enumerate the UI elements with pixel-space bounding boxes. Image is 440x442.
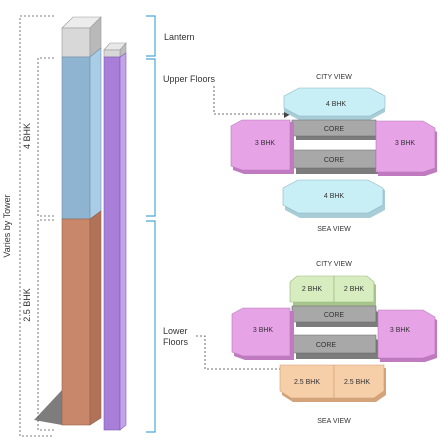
lower-unit-right: 3 BHK [377,309,437,362]
varies-by-tower-label: Varies by Tower [2,194,12,257]
upper-4bhk-vertical-label: 4 BHK [22,123,32,149]
lower-unit-top-right-label: 2 BHK [344,286,365,293]
lower-unit-top-right: 2 BHK [333,275,376,306]
upper-core-top-label: CORE [324,126,345,133]
lower-core-top: CORE [291,305,380,327]
upper-floors-label: Upper Floors [163,74,216,84]
upper-unit-left: 3 BHK [230,119,294,174]
tower-main [61,16,102,426]
lantern-label: Lantern [164,32,195,42]
lower-unit-left-label: 3 BHK [253,327,274,334]
upper-unit-right: 3 BHK [375,120,437,176]
lower-unit-bottom-left-label: 2.5 BHK [294,379,320,386]
lower-unit-left: 3 BHK [231,307,294,360]
lower-unit-bottom-right: 2.5 BHK [333,364,386,402]
tower-shadow [34,390,62,425]
lower-floors-label-1: Lower [163,326,188,336]
upper-core-bottom-label: CORE [324,157,345,164]
lower-city-view-label: CITY VIEW [316,261,352,268]
upper-city-view-label: CITY VIEW [316,74,352,81]
lower-core-bottom-label: CORE [316,342,337,349]
lower-unit-top-left-label: 2 BHK [302,286,323,293]
lower-unit-bottom-right-label: 2.5 BHK [344,379,370,386]
upper-unit-top-label: 4 BHK [326,101,347,108]
upper-unit-left-label: 3 BHK [255,140,276,147]
lower-unit-bottom-left: 2.5 BHK [279,364,336,402]
lower-25bhk-vertical-label: 2.5 BHK [22,288,32,322]
leader-lines [196,86,284,370]
lower-floor-plan: CITY VIEW 2 BHK 2 BHK CORE CORE 3 BHK [231,261,437,425]
upper-floor-plan: CITY VIEW 4 BHK CORE CORE 3 BHK [230,74,437,233]
lower-floors-label-2: Floors [163,337,189,347]
upper-core-bottom: CORE [291,149,380,174]
tower-secondary [103,42,127,431]
upper-unit-right-label: 3 BHK [395,140,416,147]
lower-core-bottom: CORE [291,334,380,359]
lower-core-top-label: CORE [324,312,345,319]
right-brackets [146,15,156,433]
upper-unit-bottom: 4 BHK [282,179,385,218]
upper-unit-top: 4 BHK [283,87,386,120]
left-brackets [19,15,54,437]
upper-unit-bottom-label: 4 BHK [324,193,345,200]
lower-unit-right-label: 3 BHK [390,327,411,334]
lower-unit-top-left: 2 BHK [289,275,336,306]
upper-sea-view-label: SEA VIEW [317,226,351,233]
lower-sea-view-label: SEA VIEW [317,418,351,425]
upper-core-top: CORE [291,119,380,140]
